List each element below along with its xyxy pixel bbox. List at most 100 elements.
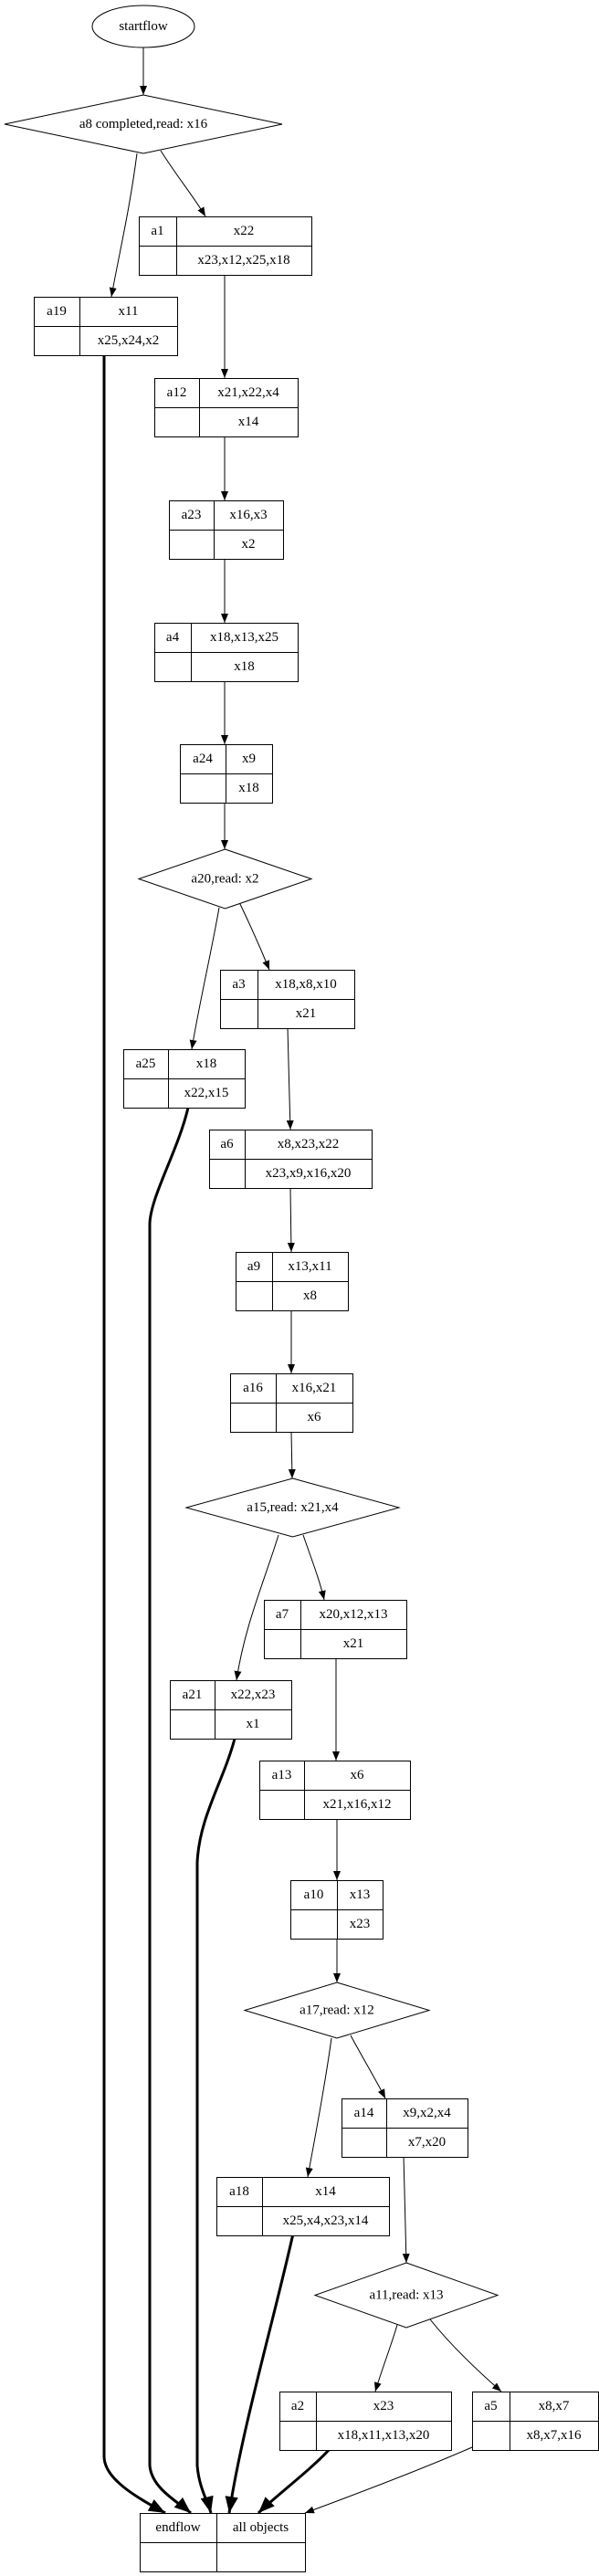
edge-a11-to-a5 — [429, 2318, 502, 2392]
activity-a5[interactable]: a5 x8,x7 x8,x7,x16 — [472, 2392, 599, 2451]
edge-a16-to-a15 — [288, 1431, 296, 1479]
activity-name: a14 — [354, 2106, 374, 2120]
activity-bottom-objects: x18 — [238, 781, 259, 795]
edge-a17-to-a18 — [305, 2037, 332, 2178]
decision-a15[interactable]: a15,read: x21,x4 — [184, 1477, 401, 1538]
activity-name: a21 — [183, 1688, 203, 1702]
activity-name: a7 — [276, 1607, 289, 1622]
activity-top-objects: x18 — [196, 1057, 217, 1071]
activity-a2[interactable]: a2 x23 x18,x11,x13,x20 — [279, 2392, 452, 2451]
activity-endflow[interactable]: endflow all objects — [140, 2513, 306, 2572]
activity-top-objects: x9,x2,x4 — [403, 2106, 451, 2120]
edge-a5-to-endflow — [304, 2446, 473, 2514]
edge-a8-to-a19 — [109, 152, 138, 298]
activity-name: a3 — [232, 977, 245, 992]
activity-bottom-objects: x14 — [238, 415, 259, 429]
activity-bottom-objects: x18,x11,x13,x20 — [338, 2428, 430, 2443]
decision-diamond — [184, 1477, 401, 1538]
start-ellipse — [91, 5, 195, 48]
activity-name: a12 — [167, 385, 187, 400]
activity-top-objects: x23 — [373, 2399, 394, 2413]
decision-a17[interactable]: a17,read: x12 — [243, 1982, 431, 2039]
edge-a15-to-a7 — [302, 1534, 326, 1601]
decision-diamond — [137, 848, 313, 909]
edge-a17-to-a14 — [350, 2035, 386, 2099]
edge-a14-to-a11 — [402, 2154, 410, 2264]
edge-a20-to-a3 — [238, 901, 270, 971]
activity-bottom-objects: x21 — [296, 1006, 317, 1021]
activity-top-objects: x18,x8,x10 — [275, 977, 337, 992]
activity-top-objects: x22,x23 — [231, 1688, 276, 1702]
activity-bottom-objects: x21,x16,x12 — [323, 1797, 392, 1812]
activity-top-objects: x6 — [351, 1768, 365, 1782]
decision-a8[interactable]: a8 completed,read: x16 — [4, 94, 283, 154]
activity-top-objects: x22 — [234, 224, 255, 238]
edge-a20-to-a25 — [189, 907, 220, 1050]
activity-name: a6 — [220, 1137, 234, 1151]
activity-bottom-objects: x8,x7,x16 — [527, 2428, 583, 2443]
activity-name: a18 — [229, 2184, 249, 2199]
activity-name: a25 — [136, 1057, 156, 1071]
decision-diamond — [4, 94, 283, 154]
activity-top-objects: x11 — [119, 304, 139, 319]
decision-label: a8 completed,read: x16 — [79, 117, 208, 131]
activity-name: a5 — [484, 2399, 497, 2413]
activity-a21[interactable]: a21 x22,x23 x1 — [170, 1680, 292, 1740]
edge-a3-to-a6 — [286, 1026, 294, 1130]
activity-top-objects: x13,x11 — [288, 1259, 331, 1274]
decision-label: a11,read: x13 — [369, 2288, 443, 2303]
decision-label: a20,read: x2 — [191, 872, 258, 887]
decision-label: a17,read: x12 — [300, 2003, 374, 2018]
edge-a21-to-endflow — [195, 1738, 236, 2514]
activity-top-objects: x16,x21 — [292, 1381, 337, 1395]
activity-top-objects: all objects — [233, 2520, 289, 2535]
activity-bottom-objects: x23,x9,x16,x20 — [266, 1166, 352, 1181]
activity-a1[interactable]: a1 x22 x23,x12,x25,x18 — [139, 216, 312, 276]
start-label: startflow — [119, 19, 167, 34]
activity-bottom-objects: x6 — [308, 1410, 322, 1425]
activity-top-objects: x8,x7 — [539, 2399, 570, 2413]
activity-a12[interactable]: a12 x21,x22,x4 x14 — [154, 378, 299, 437]
edge-a19-to-endflow — [102, 355, 166, 2515]
activity-name: a4 — [166, 630, 180, 645]
decision-diamond — [243, 1982, 431, 2039]
activity-name: a13 — [272, 1768, 292, 1782]
activity-bottom-objects: x25,x24,x2 — [98, 333, 160, 348]
activity-name: endflow — [155, 2520, 200, 2535]
decision-diamond — [313, 2262, 499, 2329]
activity-bottom-objects: x21 — [343, 1636, 364, 1651]
decision-a11[interactable]: a11,read: x13 — [313, 2262, 499, 2329]
activity-name: a24 — [193, 752, 213, 766]
activity-a13[interactable]: a13 x6 x21,x16,x12 — [259, 1761, 411, 1820]
edge-a11-to-a2 — [373, 2324, 398, 2392]
activity-name: a16 — [243, 1381, 263, 1395]
activity-bottom-objects: x1 — [247, 1717, 260, 1731]
activity-top-objects: x18,x13,x25 — [210, 630, 278, 645]
activity-bottom-objects: x23,x12,x25,x18 — [197, 253, 289, 268]
edges-layer — [102, 47, 502, 2515]
activity-a16[interactable]: a16 x16,x21 x6 — [230, 1373, 353, 1433]
activity-name: a23 — [182, 508, 202, 522]
activity-a3[interactable]: a3 x18,x8,x10 x21 — [220, 970, 355, 1029]
decision-a20[interactable]: a20,read: x2 — [137, 848, 313, 909]
edge-a2-to-endflow — [257, 2448, 331, 2515]
edge-a25-to-endflow — [148, 1107, 192, 2515]
activity-name: a2 — [291, 2399, 304, 2413]
decision-label: a15,read: x21,x4 — [247, 1500, 339, 1515]
activity-bottom-objects: x22,x15 — [184, 1086, 229, 1100]
node-startflow[interactable]: startflow — [91, 5, 195, 48]
activity-a25[interactable]: a25 x18 x22,x15 — [123, 1049, 246, 1109]
activity-name: a1 — [151, 224, 163, 238]
activity-top-objects: x21,x22,x4 — [217, 385, 279, 400]
